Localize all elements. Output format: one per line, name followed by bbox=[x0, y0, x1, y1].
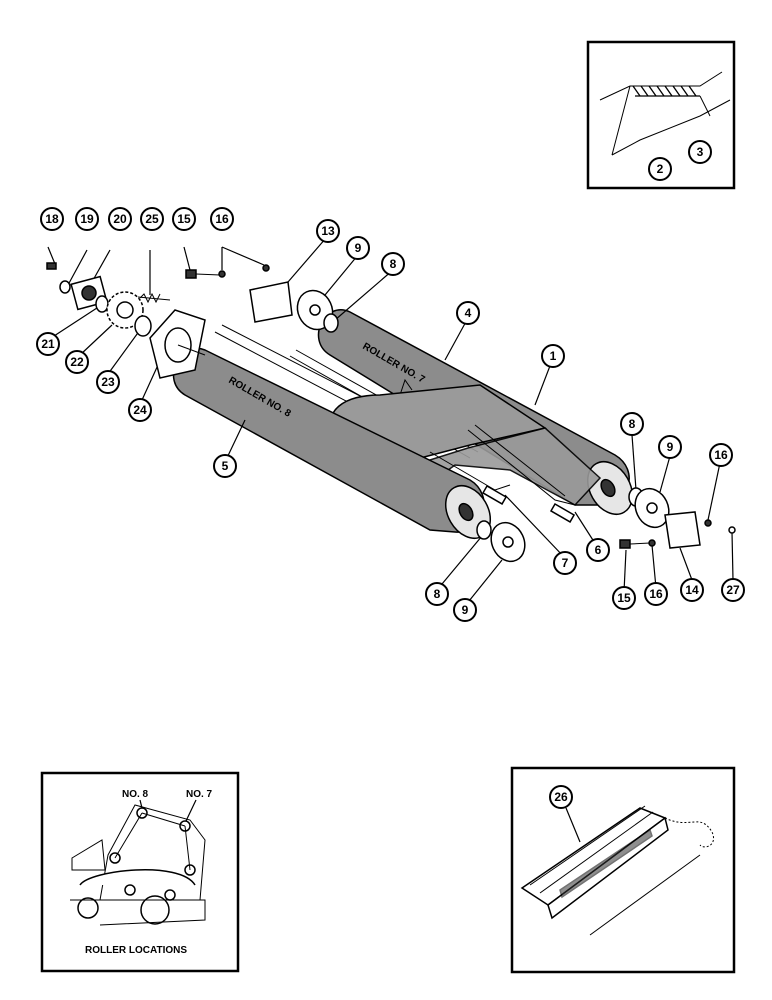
callout-24: 24 bbox=[128, 398, 152, 422]
scraper-6 bbox=[467, 424, 576, 506]
svg-text:15: 15 bbox=[177, 212, 191, 226]
svg-text:14: 14 bbox=[685, 583, 699, 597]
callout-27: 27 bbox=[721, 578, 745, 602]
svg-text:19: 19 bbox=[80, 212, 94, 226]
right-hardware bbox=[619, 434, 736, 593]
lacing-hooks bbox=[632, 85, 700, 97]
callout-9b: 9 bbox=[658, 435, 682, 459]
svg-text:22: 22 bbox=[70, 355, 84, 369]
svg-text:1: 1 bbox=[550, 349, 557, 363]
label-no-7: NO. 7 bbox=[186, 789, 213, 800]
callout-7: 7 bbox=[553, 551, 577, 575]
svg-text:9: 9 bbox=[667, 440, 674, 454]
callout-8a: 8 bbox=[381, 252, 405, 276]
svg-text:15: 15 bbox=[617, 591, 631, 605]
svg-text:7: 7 bbox=[562, 556, 569, 570]
callout-9c: 9 bbox=[453, 598, 477, 622]
svg-text:16: 16 bbox=[714, 448, 728, 462]
svg-text:13: 13 bbox=[321, 224, 335, 238]
svg-text:24: 24 bbox=[133, 403, 147, 417]
callout-16c: 16 bbox=[644, 582, 668, 606]
svg-text:23: 23 bbox=[101, 375, 115, 389]
callout-3: 3 bbox=[688, 140, 712, 164]
svg-text:21: 21 bbox=[41, 337, 55, 351]
svg-text:18: 18 bbox=[45, 212, 59, 226]
roller-locations-inset: NO. 8 NO. 7 ROLLER LOCATIONS bbox=[40, 771, 240, 973]
svg-text:4: 4 bbox=[465, 306, 472, 320]
svg-text:8: 8 bbox=[390, 257, 397, 271]
svg-text:8: 8 bbox=[434, 587, 441, 601]
svg-text:2: 2 bbox=[657, 162, 664, 176]
callout-8b: 8 bbox=[620, 412, 644, 436]
callout-16b: 16 bbox=[709, 443, 733, 467]
svg-text:26: 26 bbox=[554, 790, 568, 804]
svg-text:20: 20 bbox=[113, 212, 127, 226]
callouts: 1 2 3 4 5 6 7 8 8 8 9 9 9 13 14 15 15 16… bbox=[36, 140, 745, 809]
scraper-blade-frame bbox=[510, 766, 736, 974]
callout-15a: 15 bbox=[172, 207, 196, 231]
svg-text:27: 27 bbox=[726, 583, 740, 597]
callout-9a: 9 bbox=[346, 236, 370, 260]
callout-20: 20 bbox=[108, 207, 132, 231]
svg-text:16: 16 bbox=[215, 212, 229, 226]
callout-15b: 15 bbox=[612, 586, 636, 610]
callout-21: 21 bbox=[36, 332, 60, 356]
svg-text:3: 3 bbox=[697, 145, 704, 159]
callout-5: 5 bbox=[213, 454, 237, 478]
callout-4: 4 bbox=[456, 301, 480, 325]
callout-16a: 16 bbox=[210, 207, 234, 231]
svg-text:9: 9 bbox=[462, 603, 469, 617]
svg-text:6: 6 bbox=[595, 543, 602, 557]
bracket-14 bbox=[664, 511, 701, 549]
callout-13: 13 bbox=[316, 219, 340, 243]
svg-text:5: 5 bbox=[222, 459, 229, 473]
svg-text:9: 9 bbox=[355, 241, 362, 255]
bracket-13 bbox=[249, 281, 293, 323]
svg-text:8: 8 bbox=[629, 417, 636, 431]
callout-23: 23 bbox=[96, 370, 120, 394]
callout-6: 6 bbox=[586, 538, 610, 562]
label-no-8: NO. 8 bbox=[122, 789, 149, 800]
svg-text:16: 16 bbox=[649, 587, 663, 601]
roller-locations-caption: ROLLER LOCATIONS bbox=[85, 945, 187, 956]
callout-19: 19 bbox=[75, 207, 99, 231]
left-drive-hardware bbox=[46, 237, 394, 401]
lower-front-hardware bbox=[436, 520, 526, 607]
callout-1: 1 bbox=[541, 344, 565, 368]
svg-text:25: 25 bbox=[145, 212, 159, 226]
callout-8c: 8 bbox=[425, 582, 449, 606]
callout-25: 25 bbox=[140, 207, 164, 231]
roller-belt-assembly: ROLLER NO. 7 ROLLER NO. 8 bbox=[172, 309, 634, 539]
callout-2: 2 bbox=[648, 157, 672, 181]
callout-18: 18 bbox=[40, 207, 64, 231]
callout-14: 14 bbox=[680, 578, 704, 602]
scraper-blade-inset bbox=[510, 766, 736, 974]
callout-26: 26 bbox=[549, 785, 573, 809]
callout-22: 22 bbox=[65, 350, 89, 374]
